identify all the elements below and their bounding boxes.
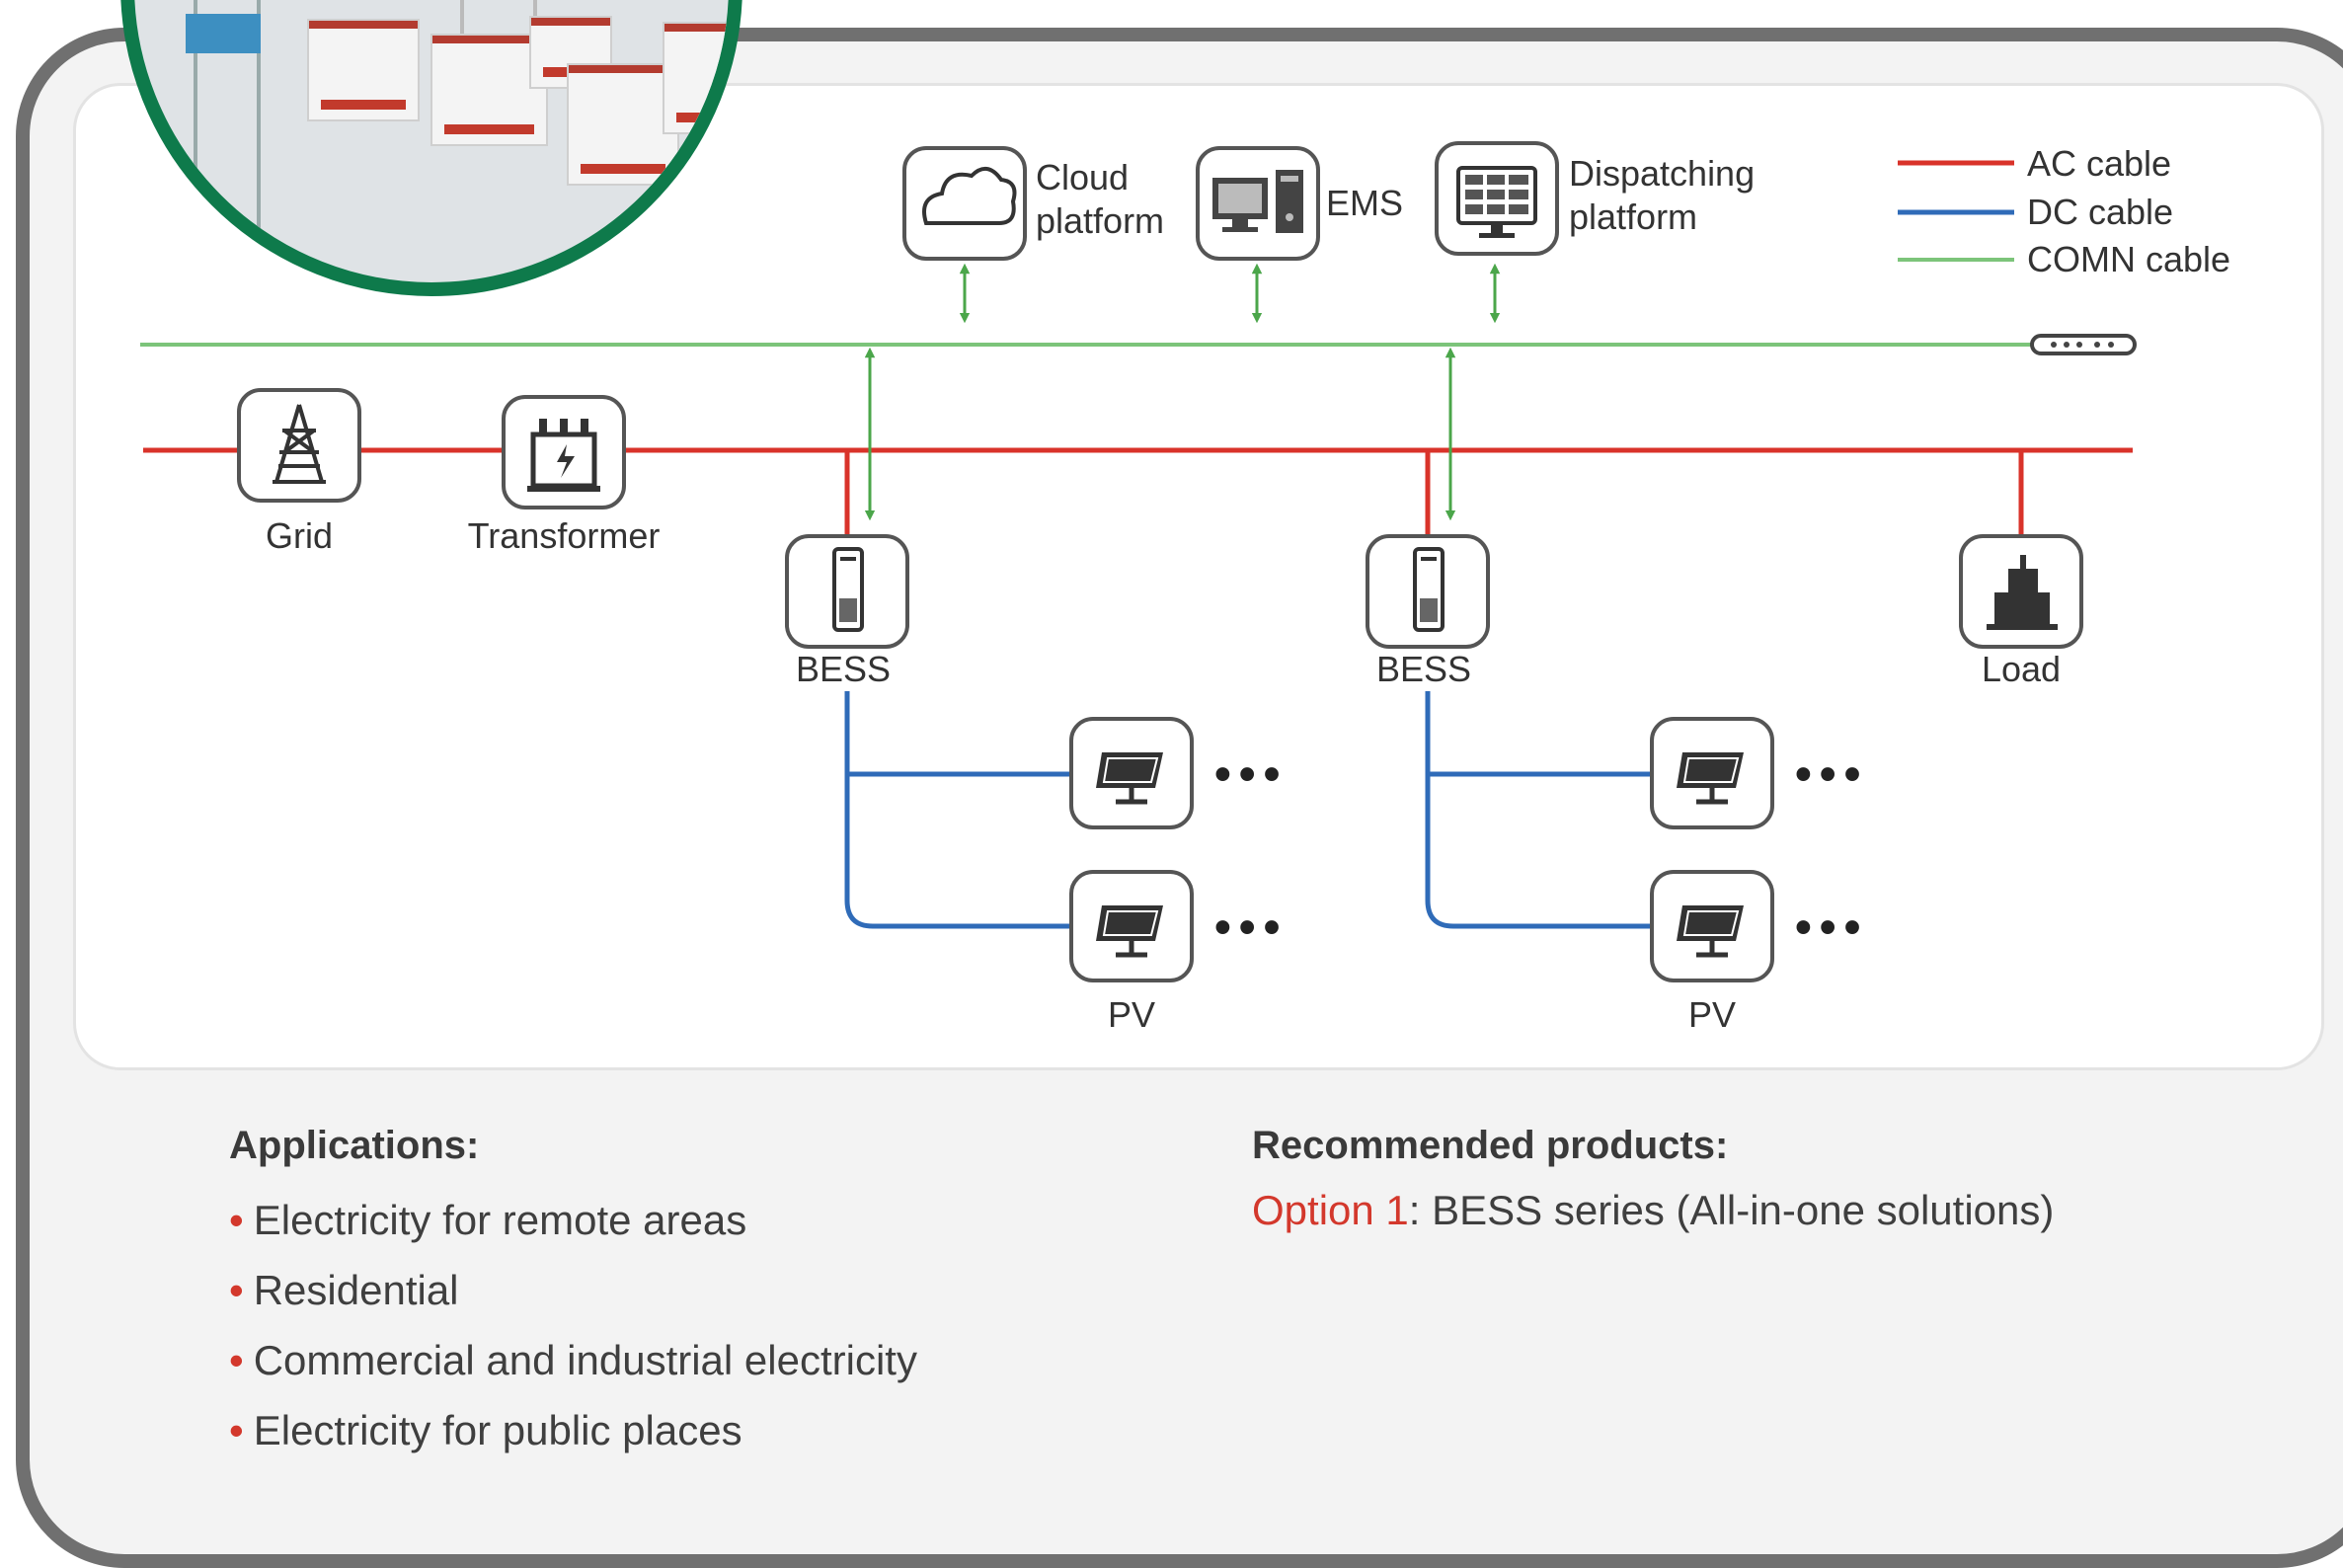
cloud-icon (922, 167, 1017, 225)
cloud-platform-label-line2: platform (1036, 200, 1164, 241)
option-text: BESS series (All-in-one solutions) (1420, 1187, 2055, 1233)
grid-label: Grid (266, 515, 333, 556)
product-photo (120, 0, 742, 296)
bess-label-1: BESS (796, 649, 891, 689)
list-item: •Electricity for remote areas (229, 1185, 917, 1255)
power-tower-icon (273, 404, 326, 484)
pylon-illustration (194, 0, 261, 282)
legend-label-dc: DC cable (2027, 192, 2173, 232)
applications-list: •Electricity for remote areas •Residenti… (229, 1185, 917, 1465)
option-label: Option 1 (1252, 1187, 1409, 1233)
more-pv-indicator: ••• (1795, 902, 1868, 954)
grid-node (237, 388, 361, 503)
recommended-option: Option 1: BESS series (All-in-one soluti… (1252, 1187, 2054, 1234)
transformer-label: Transformer (468, 515, 661, 556)
load-node (1959, 534, 2083, 649)
dc-line-bess-2 (1425, 691, 1652, 929)
option-separator: : (1408, 1187, 1421, 1233)
pv-node-1a (1069, 717, 1194, 829)
load-label: Load (1982, 649, 2061, 689)
system-diagram: Cloud platform EMS Dispatching platform (140, 141, 2230, 1035)
comn-bus-terminator (2030, 334, 2137, 355)
bess-node-1 (785, 534, 909, 649)
battery-cabinet-icon (1413, 547, 1445, 632)
bess-cabinet-illustration (663, 22, 729, 134)
bess-cabinet-illustration (430, 34, 548, 146)
pv-node-2b (1650, 870, 1774, 982)
bullet-icon: • (229, 1407, 244, 1453)
bess-cabinet-illustration (307, 19, 420, 121)
transformer-node (502, 395, 626, 510)
battery-cabinet-icon (832, 547, 864, 632)
solar-panel-icon (1096, 905, 1163, 958)
dispatching-platform-node (1435, 141, 1559, 256)
transformer-icon (527, 419, 600, 492)
legend-label-ac: AC cable (2027, 143, 2171, 184)
list-item: •Electricity for public places (229, 1395, 917, 1465)
dispatching-label-line1: Dispatching (1569, 153, 1755, 194)
bess-node-2 (1366, 534, 1490, 649)
dc-line-bess-1 (844, 691, 1071, 929)
bullet-icon: • (229, 1267, 244, 1313)
dispatching-label-line2: platform (1569, 196, 1697, 237)
cloud-platform-label-line1: Cloud (1036, 157, 1129, 197)
ems-label: EMS (1326, 183, 1403, 223)
dashboard-icon (1456, 166, 1537, 238)
computer-icon (1212, 170, 1303, 233)
applications-title: Applications: (229, 1124, 480, 1167)
application-item: Residential (253, 1267, 459, 1313)
more-pv-indicator: ••• (1795, 748, 1868, 801)
list-item: •Residential (229, 1255, 917, 1325)
list-item: •Commercial and industrial electricity (229, 1325, 917, 1395)
transformer-illustration (186, 14, 261, 53)
application-item: Electricity for remote areas (253, 1197, 747, 1243)
pv-label-1: PV (1108, 994, 1155, 1035)
solar-panel-icon (1677, 905, 1744, 958)
legend-label-comn: COMN cable (2027, 239, 2230, 279)
recommended-products-title: Recommended products: (1252, 1124, 1729, 1167)
legend: AC cable DC cable COMN cable (1898, 143, 2230, 279)
pv-node-1b (1069, 870, 1194, 982)
bullet-icon: • (229, 1197, 244, 1243)
bess-label-2: BESS (1376, 649, 1471, 689)
ems-node (1196, 146, 1320, 261)
solar-panel-icon (1677, 752, 1744, 805)
pv-node-2a (1650, 717, 1774, 829)
application-item: Electricity for public places (253, 1407, 742, 1453)
more-pv-indicator: ••• (1214, 748, 1288, 801)
bullet-icon: • (229, 1337, 244, 1383)
building-icon (1987, 555, 2058, 630)
application-item: Commercial and industrial electricity (253, 1337, 917, 1383)
more-pv-indicator: ••• (1214, 902, 1288, 954)
cloud-platform-node (902, 146, 1027, 261)
solar-panel-icon (1096, 752, 1163, 805)
pv-label-2: PV (1688, 994, 1736, 1035)
